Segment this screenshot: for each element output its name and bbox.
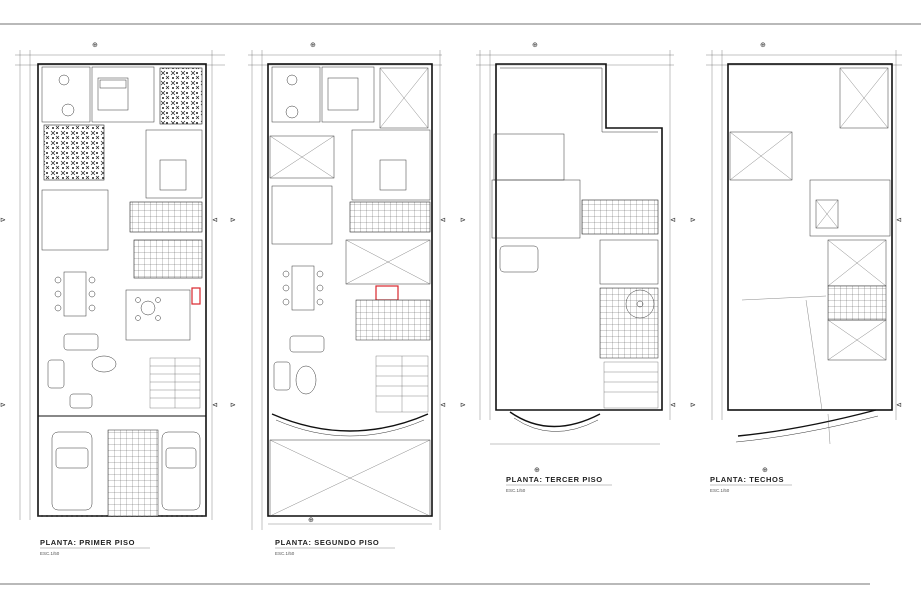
svg-text:⊕: ⊕ [534,467,540,474]
plan-scale: ESC.1/50 [506,488,526,493]
plan-scale: ESC.1/50 [710,488,730,493]
svg-text:⊳: ⊳ [460,402,466,409]
plan-tercer-piso: ⊕ ⊕ ⊳ ⊲ ⊳ ⊲ PLANTA: TERCER PISO ESC.1/50 [460,42,676,493]
plan-title: PLANTA: TECHOS [710,475,784,484]
plan-scale: ESC.1/50 [40,551,60,556]
svg-text:⊳: ⊳ [230,217,236,224]
plan-primer-piso: ⊕ [0,42,225,556]
plan-segundo-piso: ⊕ [230,42,446,556]
svg-text:⊲: ⊲ [440,402,446,409]
svg-text:⊳: ⊳ [0,402,6,409]
svg-text:⊕: ⊕ [760,42,766,49]
svg-text:⊳: ⊳ [690,402,696,409]
svg-text:⊳: ⊳ [230,402,236,409]
plan-title: PLANTA: TERCER PISO [506,475,603,484]
svg-text:⊳: ⊳ [0,217,6,224]
svg-text:⊲: ⊲ [896,217,902,224]
svg-text:⊲: ⊲ [670,402,676,409]
svg-text:⊕: ⊕ [762,467,768,474]
svg-text:⊲: ⊲ [440,217,446,224]
plan-title: PLANTA: PRIMER PISO [40,538,135,547]
plan-title: PLANTA: SEGUNDO PISO [275,538,379,547]
svg-text:⊳: ⊳ [690,217,696,224]
svg-text:⊲: ⊲ [670,217,676,224]
svg-text:⊕: ⊕ [532,42,538,49]
red-marker [191,287,201,305]
svg-text:⊳: ⊳ [460,217,466,224]
svg-text:⊲: ⊲ [212,217,218,224]
svg-text:⊕: ⊕ [310,42,316,49]
axis-marker: ⊕ [92,42,98,49]
plan-techos: ⊕ ⊕ ⊳ ⊲ ⊳ ⊲ PLANTA: TECHOS ESC.1/50 [690,42,902,493]
svg-text:⊕: ⊕ [308,517,314,524]
svg-text:⊲: ⊲ [896,402,902,409]
svg-text:⊲: ⊲ [212,402,218,409]
plan-scale: ESC.1/50 [275,551,295,556]
